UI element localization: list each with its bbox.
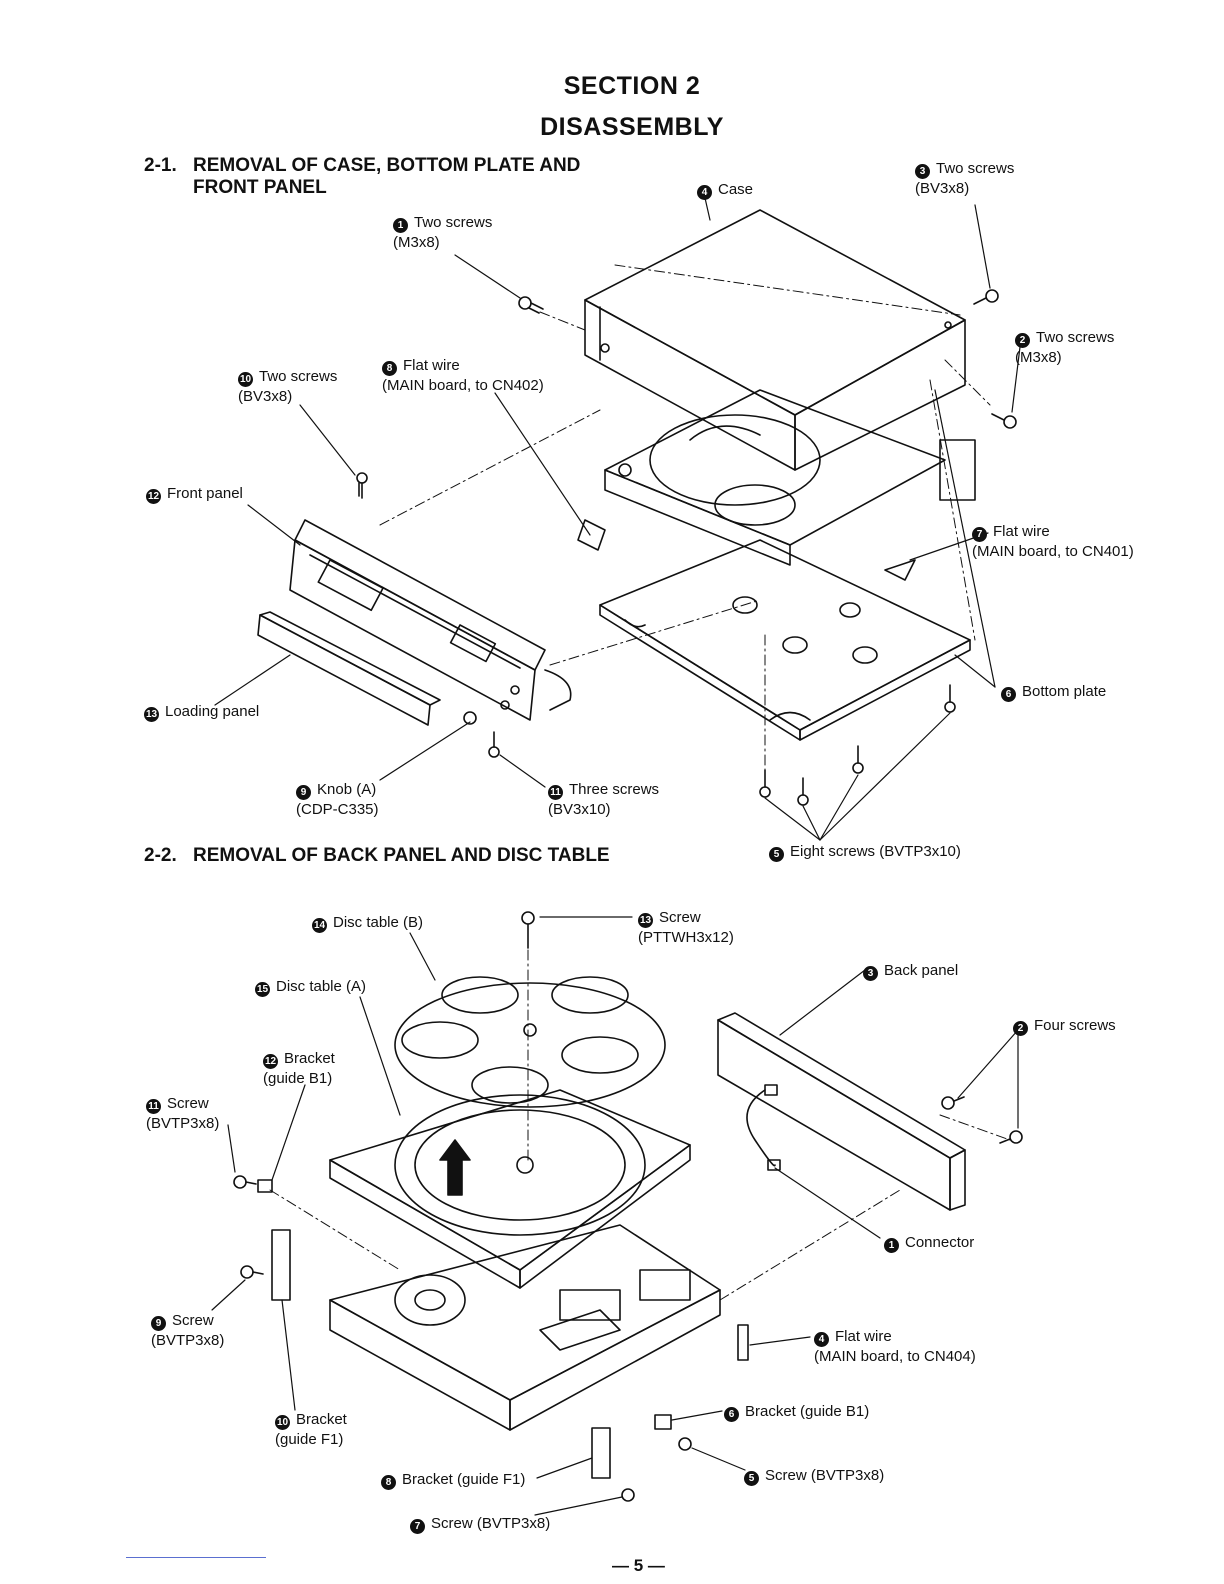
footer-rule (126, 1557, 266, 1558)
back-panel-drawing (717, 1012, 966, 1211)
loading-panel-drawing (257, 611, 441, 726)
chassis-drawing (604, 389, 976, 566)
subsection-number-2-2: 2-2. (144, 845, 177, 866)
screws-2-1 (356, 289, 1017, 806)
section-number: SECTION 2 (563, 72, 701, 100)
subsection-title-2-1: REMOVAL OF CASE, BOTTOM PLATE AND FRONT … (193, 155, 581, 198)
bottom-plate-drawing (599, 539, 971, 741)
brackets-2-2 (257, 1179, 749, 1479)
subsection-number-2-1: 2-1. (144, 155, 177, 176)
dash-lines-2-1 (379, 264, 991, 776)
page-number: — 5 — (612, 1556, 665, 1575)
section-title: DISASSEMBLY (540, 113, 724, 141)
mechanism-chassis-drawing (329, 1224, 721, 1431)
front-panel-drawing (289, 519, 572, 721)
disc-table-a-drawing (329, 1089, 691, 1289)
leaders-2-2 (211, 916, 1019, 1516)
leaders-2-1 (214, 197, 1021, 841)
case-drawing (584, 209, 966, 471)
subsection-title-2-2: REMOVAL OF BACK PANEL AND DISC TABLE (193, 845, 610, 866)
dash-lines-2-2 (269, 949, 1011, 1301)
disc-table-b-drawing (394, 976, 666, 1108)
screws-2-2 (233, 911, 1023, 1502)
